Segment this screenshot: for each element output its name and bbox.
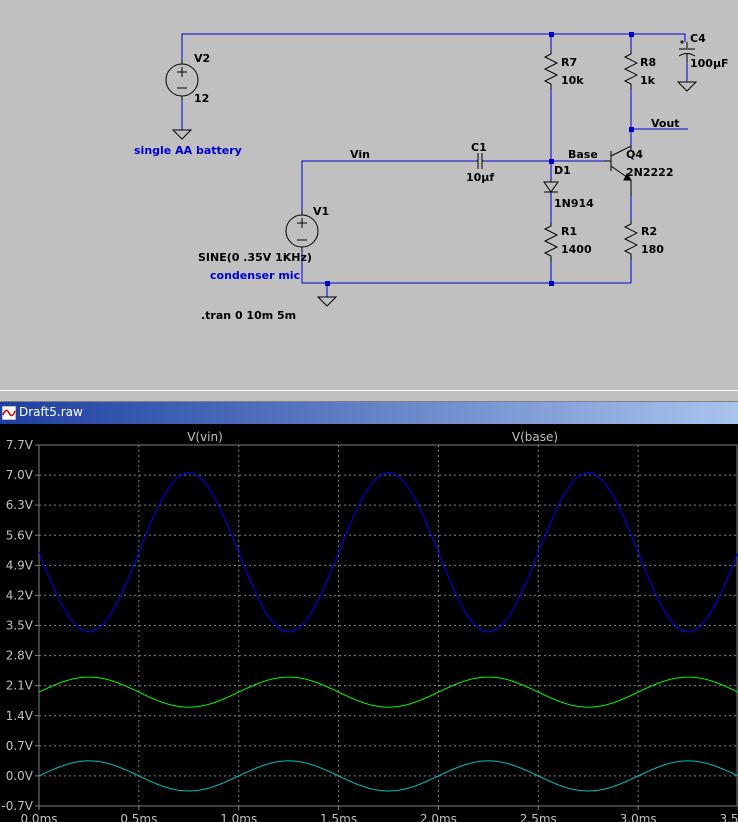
ground-symbols [171,81,698,307]
d1-value: 1N914 [554,197,594,210]
c4-name: C4 [690,32,706,45]
y-tick-label: 2.1V [6,679,34,693]
r7-resistor[interactable] [543,50,559,90]
v2-value: 12 [194,92,209,105]
r7-name: R7 [561,56,577,69]
q4-transistor[interactable] [604,145,632,196]
pane-splitter[interactable] [0,390,738,402]
y-tick-label: 1.4V [6,709,34,723]
wire-bottom-rail[interactable] [301,250,631,284]
spice-directive[interactable]: .tran 0 10m 5m [201,309,296,322]
y-tick-label: 4.2V [6,588,34,602]
plot-grid [38,444,738,807]
r8-resistor[interactable] [623,50,639,90]
waveform-titlebar[interactable]: Draft5.raw [0,402,738,424]
net-label-vout: Vout [651,117,680,130]
v2-source[interactable] [165,60,199,100]
y-tick-label: -0.7V [1,799,33,813]
y-tick-label: 0.0V [6,769,34,783]
c1-value: 10µf [466,171,494,184]
c4-capacitor[interactable] [678,40,696,62]
waveform-plot[interactable]: 7.7V 7.0V 6.3V 5.6V 4.9V 4.2V 3.5V 2.8V 2.1V 1.4V… [0,424,738,822]
r8-name: R8 [640,56,656,69]
c4-value: 100µF [690,57,729,70]
x-tick-label: 1.5ms [320,812,357,822]
wire-top-rail[interactable] [181,33,686,60]
v1-note: condenser mic [210,269,300,282]
v2-note: single AA battery [134,144,242,157]
x-tick-label: 3.0ms [620,812,657,822]
v1-value: SINE(0 .35V 1KHz) [198,251,312,264]
trace-v-base [38,676,738,708]
y-tick-label: 2.8V [6,649,34,663]
x-tick-label: 2.5ms [520,812,557,822]
x-tick-label: 0.0ms [20,812,57,822]
y-tick-label: 7.7V [6,438,34,452]
trace-v-vout [38,472,738,633]
ground-icon [316,296,338,307]
y-tick-label: 0.7V [6,739,34,753]
junction-dot [629,127,634,132]
x-tick-label: 2.0ms [420,812,457,822]
y-tick-label: 5.6V [6,528,34,542]
x-tick-label: 0.5ms [120,812,157,822]
trace-v-vin [38,760,738,792]
wires [181,33,688,297]
legend-vin[interactable]: V(vin) [187,430,223,444]
c1-capacitor[interactable] [476,153,484,169]
junction-dot [549,32,554,37]
traces [38,472,738,792]
junction-dot [549,281,554,286]
r7-value: 10k [561,74,584,87]
waveform-viewer[interactable]: Draft5.raw 7.7V 7.0V 6.3V 5.6V 4.9V 4.2V 3.5V 2… [0,402,738,822]
junction-dot [325,281,330,286]
ground-icon [171,129,193,140]
x-tick-label: 1.0ms [220,812,257,822]
d1-name: D1 [554,164,571,177]
v1-name: V1 [313,205,329,218]
y-tick-label: 6.3V [6,498,34,512]
ground-icon [676,81,698,92]
y-tick-label: 7.0V [6,468,34,482]
c1-name: C1 [471,141,487,154]
r2-name: R2 [641,225,657,238]
d1-diode[interactable] [543,180,559,194]
q4-value: 2N2222 [626,166,673,179]
schematic-editor[interactable]: V2 12 single AA battery R7 10k R8 1k C4 … [0,0,738,390]
r2-resistor[interactable] [623,220,639,260]
window-title: Draft5.raw [19,405,83,419]
plot-frame [38,444,738,807]
wire-vin[interactable] [301,160,476,213]
r1-name: R1 [561,225,577,238]
y-tick-label: 4.9V [6,558,34,572]
net-label-vin: Vin [350,148,370,161]
x-axis-ticks: 0.0ms 0.5ms 1.0ms 1.5ms 2.0ms 2.5ms 3.0ms 3.5ms [20,806,738,822]
y-axis-ticks: 7.7V 7.0V 6.3V 5.6V 4.9V 4.2V 3.5V 2.8V 2.1V 1.4V… [1,438,39,813]
legend-vbase[interactable]: V(base) [512,430,558,444]
x-tick-label: 3.5ms [719,812,738,822]
waveform-icon [2,406,16,420]
schematic-canvas[interactable]: V2 12 single AA battery R7 10k R8 1k C4 … [0,0,738,390]
junction-dot [549,159,554,164]
v1-source[interactable] [285,211,319,251]
r1-resistor[interactable] [543,222,559,262]
q4-name: Q4 [626,148,643,161]
r1-value: 1400 [561,243,592,256]
r2-value: 180 [641,243,664,256]
resistors [543,50,639,262]
v2-name: V2 [194,52,210,65]
junctions [325,32,634,286]
y-tick-label: 3.5V [6,619,34,633]
r8-value: 1k [640,74,656,87]
net-label-base: Base [568,148,598,161]
junction-dot [629,32,634,37]
